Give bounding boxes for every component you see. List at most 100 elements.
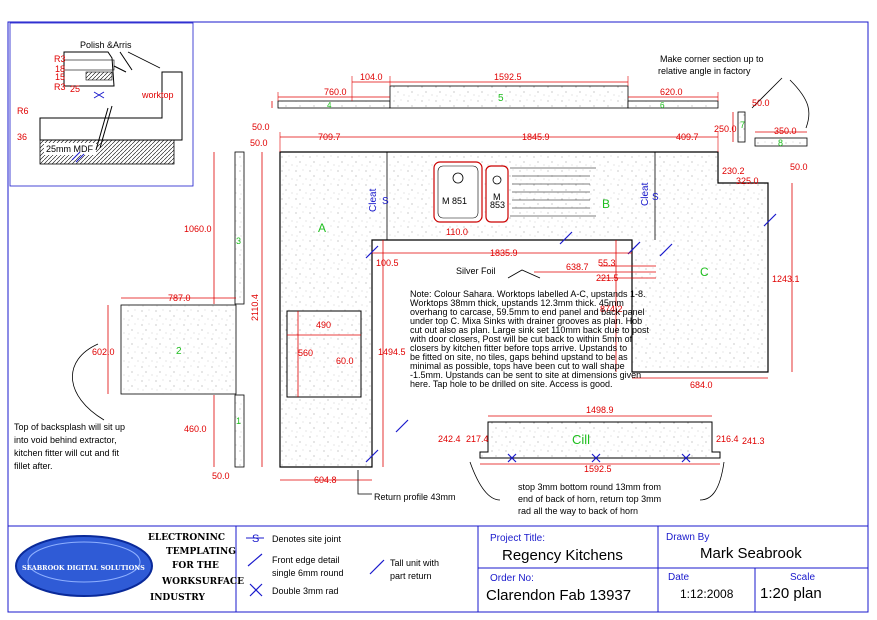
date-value: 1:12:2008 (680, 587, 734, 601)
dim-r3b: R3 (54, 82, 66, 92)
upstand-4-label: 4 (327, 101, 332, 110)
sink-2-label-b: 853 (490, 200, 505, 210)
spec-note-line-3: overhang to carcase, 59.5mm to end panel… (410, 307, 645, 317)
backsplash-note: Top of backsplash will sit up into void … (14, 422, 125, 471)
legend-s-icon: S (252, 533, 259, 545)
spec-note-line-1: Note: Colour Sahara. Worktops labelled A… (410, 289, 645, 299)
dim-638-7: 638.7 (566, 262, 589, 272)
upstand-7-label: 7 (740, 120, 745, 130)
dim-760: 760.0 (324, 87, 347, 97)
dim-55-3: 55.3 (598, 258, 616, 268)
dim-241-3: 241.3 (742, 436, 765, 446)
dim-15: 15 (55, 72, 65, 82)
project-title-label: Project Title: (490, 533, 545, 544)
dim-60: 60.0 (336, 356, 354, 366)
dim-110: 110.0 (446, 227, 468, 237)
dim-104: 104.0 (360, 72, 383, 82)
cleat-label-1: Cleat (368, 188, 379, 212)
dim-350: 350.0 (774, 126, 797, 136)
dim-620: 620.0 (660, 87, 683, 97)
worktop-main: A B C Cleat Cleat S S M 851 M 853 50.0 7… (14, 132, 800, 502)
backsplash-note-line-1: Top of backsplash will sit up (14, 422, 125, 432)
spec-note-line-4: under top C. Mixa Sinks with drainer gro… (410, 316, 642, 326)
dim-50-top: 50.0 (250, 138, 268, 148)
dim-r3a: R3 (54, 54, 66, 64)
cleat-label-2: Cleat (640, 182, 651, 206)
backsplash-note-line-3: kitchen fitter will cut and fit (14, 448, 120, 458)
upstand-1-label: 1 (236, 416, 241, 426)
drawn-by-label: Drawn By (666, 532, 709, 543)
dim-r6: R6 (17, 106, 29, 116)
dim-787: 787.0 (168, 293, 191, 303)
polish-label: Polish &Arris (80, 40, 132, 50)
spec-note-line-9: minimal as possible, tops have been cut … (410, 361, 625, 371)
dim-604-8: 604.8 (314, 475, 337, 485)
corner-note-2: relative angle in factory (658, 66, 751, 76)
dim-242-4: 242.4 (438, 434, 461, 444)
cill-note-line-1: stop 3mm bottom round 13mm from (518, 482, 661, 492)
dim-325: 325.0 (736, 176, 759, 186)
backsplash-note-line-2: into void behind extractor, (14, 435, 117, 445)
etsw-line-5: INDUSTRY (150, 593, 205, 603)
backsplash-note-line-4: fillet after. (14, 461, 53, 471)
sink-2-label: M (493, 192, 501, 202)
cill-piece: 1498.9 242.4 217.4 Cill 216.4 241.3 1592… (438, 405, 765, 516)
dim-560: 560 (298, 348, 313, 358)
title-block: SEABROOK DIGITAL SOLUTIONS ELECTRONINC T… (8, 525, 868, 612)
spec-note-line-6: with door closers, Post will be cut back… (409, 334, 633, 344)
legend-double-icon (249, 583, 263, 597)
corner-note-1: Make corner section up to (660, 54, 764, 64)
dim-25: 25 (70, 84, 80, 94)
dim-460: 460.0 (184, 424, 207, 434)
dim-1494-5: 1494.5 (378, 347, 406, 357)
legend-double: Double 3mm rad (272, 586, 339, 596)
order-label: Order No: (490, 573, 534, 584)
dim-874-2: 874.2 (600, 304, 623, 314)
upstands-top: 104.0 1592.5 760.0 620.0 50.0 4 5 6 Make… (252, 54, 810, 172)
dim-409-7: 409.7 (676, 132, 699, 142)
legend-front-edge-2: single 6mm round (272, 568, 344, 578)
company-logo (15, 535, 153, 597)
spec-note-line-8: be fitted on site, no tiles, gaps behind… (410, 352, 628, 362)
mdf-label: 25mm MDF (46, 144, 94, 154)
edge-detail-inset: Polish &Arris R3 R3 18 15 25 R6 36 25mm … (9, 22, 194, 187)
upstand-6-label: 6 (660, 101, 665, 110)
dim-216-4: 216.4 (716, 434, 739, 444)
dim-50-b: 50.0 (752, 98, 770, 108)
cill-note-line-2: end of back of horn, return top 3mm (518, 494, 661, 504)
dim-1498-9: 1498.9 (586, 405, 614, 415)
etsw-line-3: FOR THE (172, 561, 219, 571)
dim-1845-9: 1845.9 (522, 132, 550, 142)
return-profile-label: Return profile 43mm (374, 492, 456, 502)
worktop-c-label: C (700, 265, 709, 279)
scale-label: Scale (790, 572, 815, 583)
dim-684: 684.0 (690, 380, 713, 390)
logo-text: SEABROOK DIGITAL SOLUTIONS (22, 564, 145, 572)
legend-site-joint: Denotes site joint (272, 534, 342, 544)
legend-tall-1: Tall unit with (390, 558, 439, 568)
cill-label: Cill (572, 432, 590, 447)
dim-1060: 1060.0 (184, 224, 212, 234)
dim-221-5: 221.5 (596, 273, 619, 283)
spec-note-line-11: here. Tap hole to be drilled on site. Ac… (410, 379, 612, 389)
dim-1592-5-top: 1592.5 (494, 72, 522, 82)
dim-602: 602.0 (92, 347, 115, 357)
upstand-3-label: 3 (236, 236, 241, 246)
etsw-line-4: WORKSURFACE (161, 577, 244, 587)
order-number: Clarendon Fab 13937 (486, 587, 631, 604)
site-joint-s2: S (652, 192, 659, 203)
dim-1243-1: 1243.1 (772, 274, 800, 284)
spec-note-line-5: cut out also as plan. Large sink set 110… (410, 325, 649, 335)
dim-709-7: 709.7 (318, 132, 341, 142)
upstand-2-label: 2 (176, 346, 182, 357)
legend-front-edge-1: Front edge detail (272, 555, 340, 565)
date-label: Date (668, 572, 690, 583)
dim-230-2: 230.2 (722, 166, 745, 176)
spec-note-line-7: closers by kitchen fitter before tops ar… (410, 343, 627, 353)
dim-2110-4: 2110.4 (250, 294, 260, 321)
dim-50-c: 50.0 (790, 162, 808, 172)
etsw-line-1: ELECTRONINC (148, 533, 225, 543)
worktop-b-label: B (602, 197, 610, 211)
worktop-label: worktop (141, 90, 174, 100)
